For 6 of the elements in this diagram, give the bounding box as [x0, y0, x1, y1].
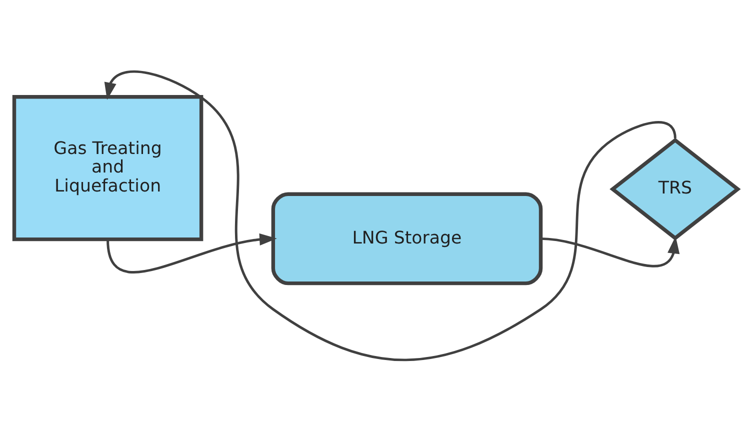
node-box: LNG Storage: [270, 192, 542, 285]
arrow: [104, 70, 676, 361]
node-diamond: TRS: [609, 137, 740, 240]
arrow: [106, 232, 276, 273]
node-box: Gas Treating and Liquefaction: [12, 94, 203, 241]
arrow: [540, 236, 680, 267]
